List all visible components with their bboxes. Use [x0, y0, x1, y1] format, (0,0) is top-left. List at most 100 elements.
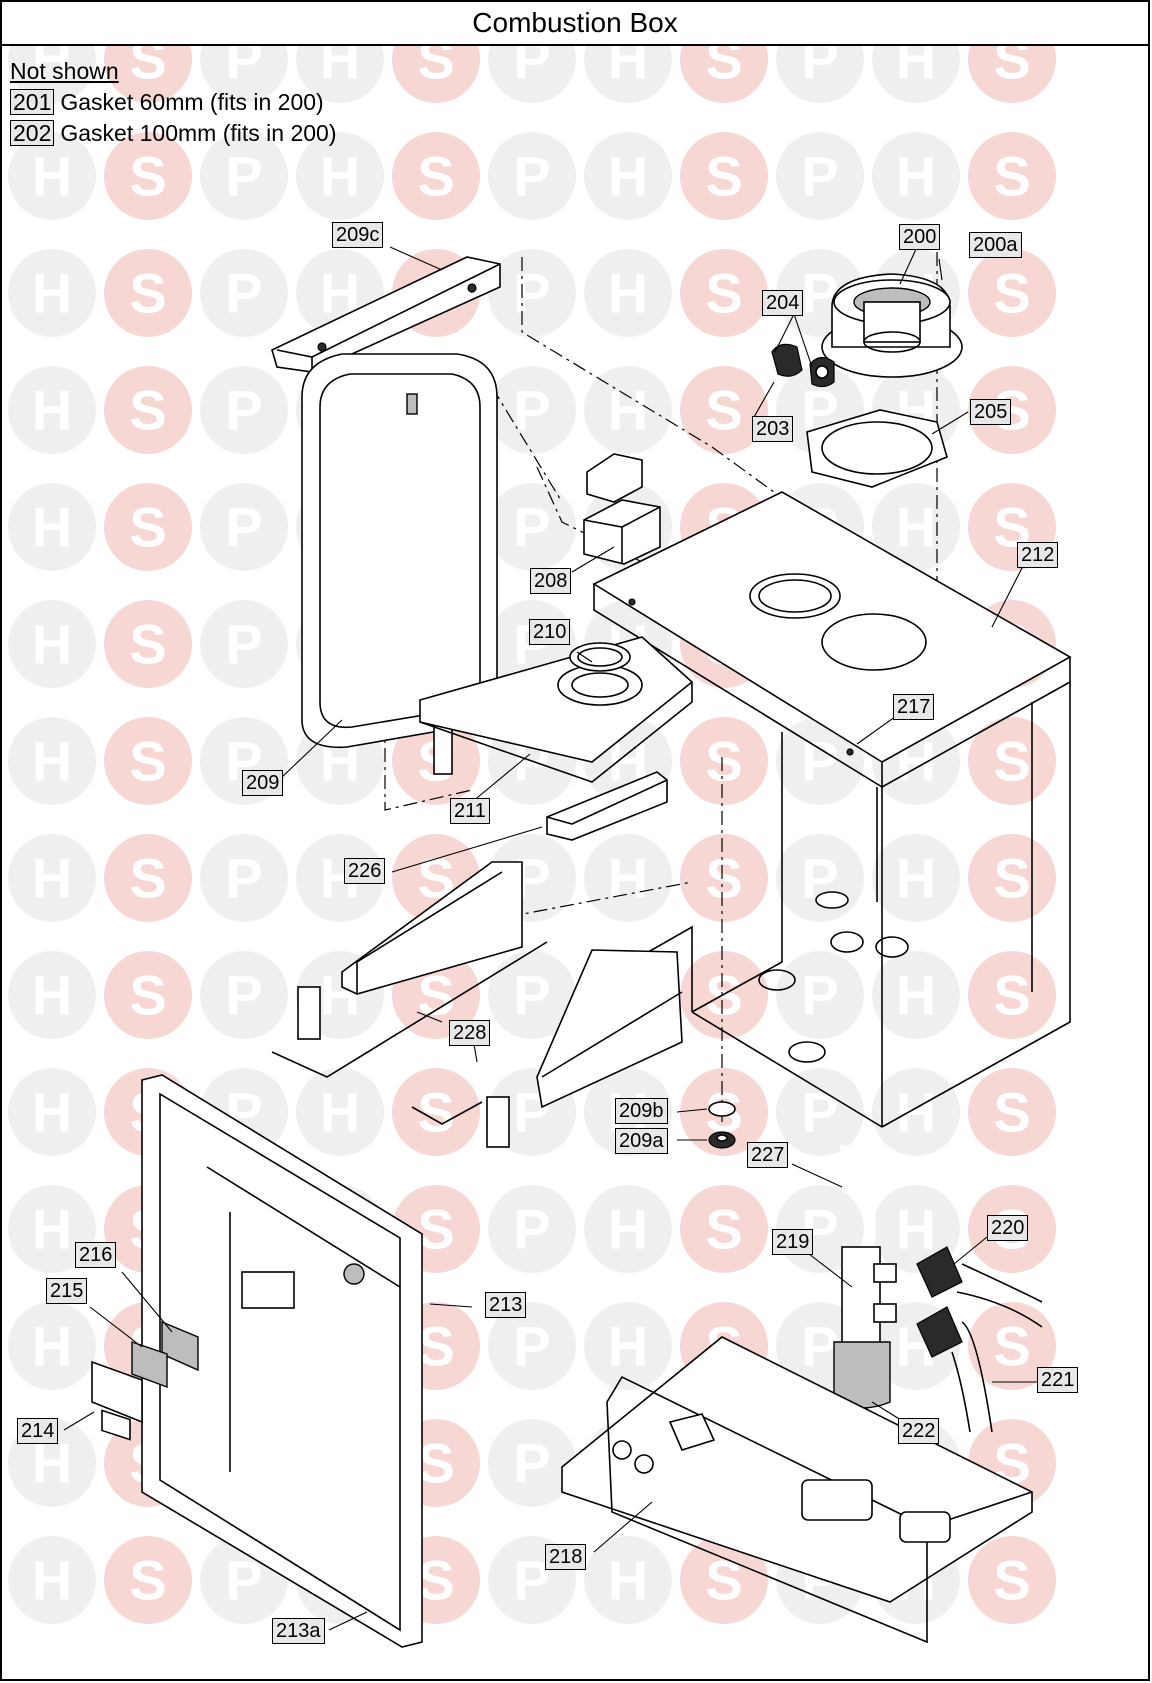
watermark-circle	[872, 1185, 960, 1273]
watermark-letter: P	[801, 964, 838, 1027]
callout-217[interactable]: 217	[893, 694, 935, 720]
watermark-circle	[8, 132, 96, 220]
callout-227[interactable]: 227	[747, 1142, 789, 1168]
callout-218[interactable]: 218	[545, 1544, 587, 1570]
watermark-circle	[296, 834, 384, 922]
callout-228[interactable]: 228	[449, 1020, 491, 1046]
watermark-circle	[968, 1536, 1056, 1624]
callout-212[interactable]: 212	[1017, 542, 1059, 568]
part-205-gasket	[806, 409, 948, 488]
watermark-letter: S	[993, 1315, 1030, 1378]
callout-200a[interactable]: 200a	[969, 232, 1022, 258]
watermark-letter: H	[32, 613, 72, 676]
watermark-letter: P	[513, 262, 550, 325]
watermark-circle	[968, 717, 1056, 805]
watermark-letter: H	[32, 1081, 72, 1144]
callout-210[interactable]: 210	[529, 619, 571, 645]
notes-heading: Not shown	[10, 58, 119, 84]
callout-220[interactable]: 220	[987, 1215, 1029, 1241]
callout-203[interactable]: 203	[752, 416, 794, 442]
callout-204[interactable]: 204	[762, 290, 804, 316]
watermark-circle	[200, 483, 288, 571]
watermark-circle	[872, 834, 960, 922]
watermark-letter: P	[225, 262, 262, 325]
watermark-circle	[680, 366, 768, 454]
part-219-227-pipes	[833, 1144, 897, 1409]
leader-lines	[63, 246, 1040, 1631]
callout-205[interactable]: 205	[970, 399, 1012, 425]
watermark-letter: H	[896, 496, 936, 559]
watermark-circle	[968, 366, 1056, 454]
watermark-letter: H	[608, 379, 648, 442]
watermark-letter: H	[320, 145, 360, 208]
watermark-letter: P	[513, 379, 550, 442]
watermark-circle	[584, 249, 672, 337]
callout-209[interactable]: 209	[242, 770, 284, 796]
watermark-letter: H	[320, 1081, 360, 1144]
watermark-circle	[8, 951, 96, 1039]
callout-209c[interactable]: 209c	[332, 222, 384, 248]
callout-226[interactable]: 226	[344, 858, 386, 884]
watermark-circle	[680, 132, 768, 220]
watermark-circle	[584, 1536, 672, 1624]
watermark-circle	[872, 132, 960, 220]
watermark-letter: S	[417, 1432, 454, 1495]
watermark-letter: P	[801, 145, 838, 208]
callout-209a[interactable]: 209a	[615, 1128, 668, 1154]
part-212-case	[592, 491, 1072, 1128]
watermark-circle	[104, 132, 192, 220]
callout-214[interactable]: 214	[17, 1418, 59, 1444]
watermark-letter: S	[705, 262, 742, 325]
watermark-letter: S	[993, 847, 1030, 910]
watermark-circle	[776, 1068, 864, 1156]
callout-215[interactable]: 215	[46, 1278, 88, 1304]
watermark-circle	[392, 1068, 480, 1156]
note-part-text: Gasket 60mm (fits in 200)	[60, 89, 324, 115]
callout-208[interactable]: 208	[530, 568, 572, 594]
watermark-letter: P	[225, 964, 262, 1027]
callout-209b[interactable]: 209b	[615, 1098, 668, 1124]
watermark-letter: H	[896, 145, 936, 208]
watermark-letter: H	[32, 262, 72, 325]
watermark-letter: P	[513, 145, 550, 208]
watermark-letter: P	[513, 1432, 550, 1495]
note-part-ref: 201	[10, 89, 55, 115]
part-200-flue-adaptor	[821, 273, 963, 378]
watermark-circle	[104, 600, 192, 688]
part-209a-209b-washers	[708, 1101, 736, 1149]
callout-213a[interactable]: 213a	[272, 1618, 325, 1644]
watermark-circle	[200, 366, 288, 454]
callout-211[interactable]: 211	[450, 798, 490, 824]
watermark-letter: P	[513, 1549, 550, 1612]
watermark-circle	[584, 834, 672, 922]
watermark-circle	[488, 1419, 576, 1507]
watermark-letter: P	[225, 145, 262, 208]
watermark-letter: P	[513, 964, 550, 1027]
part-203-204-test-caps	[771, 343, 835, 388]
note-part-text: Gasket 100mm (fits in 200)	[60, 120, 337, 146]
watermark-circle	[8, 1068, 96, 1156]
callout-213[interactable]: 213	[485, 1292, 527, 1318]
watermark-circle	[8, 834, 96, 922]
watermark-circle	[872, 1068, 960, 1156]
callout-216[interactable]: 216	[75, 1242, 117, 1268]
watermark-letter: P	[513, 1315, 550, 1378]
callout-219[interactable]: 219	[772, 1229, 814, 1255]
watermark-letter: S	[993, 145, 1030, 208]
callout-222[interactable]: 222	[898, 1418, 940, 1444]
watermark-circle	[104, 1536, 192, 1624]
callout-221[interactable]: 221	[1037, 1367, 1079, 1393]
watermark-letter: S	[417, 1198, 454, 1261]
note-part-ref: 202	[10, 120, 55, 146]
watermark-circle	[488, 1302, 576, 1390]
watermark-letter: H	[608, 1198, 648, 1261]
part-218-base	[561, 1336, 1033, 1644]
watermark-letter: P	[513, 496, 550, 559]
watermark-letter: H	[32, 379, 72, 442]
watermark-circle	[968, 249, 1056, 337]
watermark-circle	[872, 483, 960, 571]
watermark-letter: H	[32, 964, 72, 1027]
watermark-letter: P	[225, 847, 262, 910]
callout-200[interactable]: 200	[899, 224, 941, 250]
